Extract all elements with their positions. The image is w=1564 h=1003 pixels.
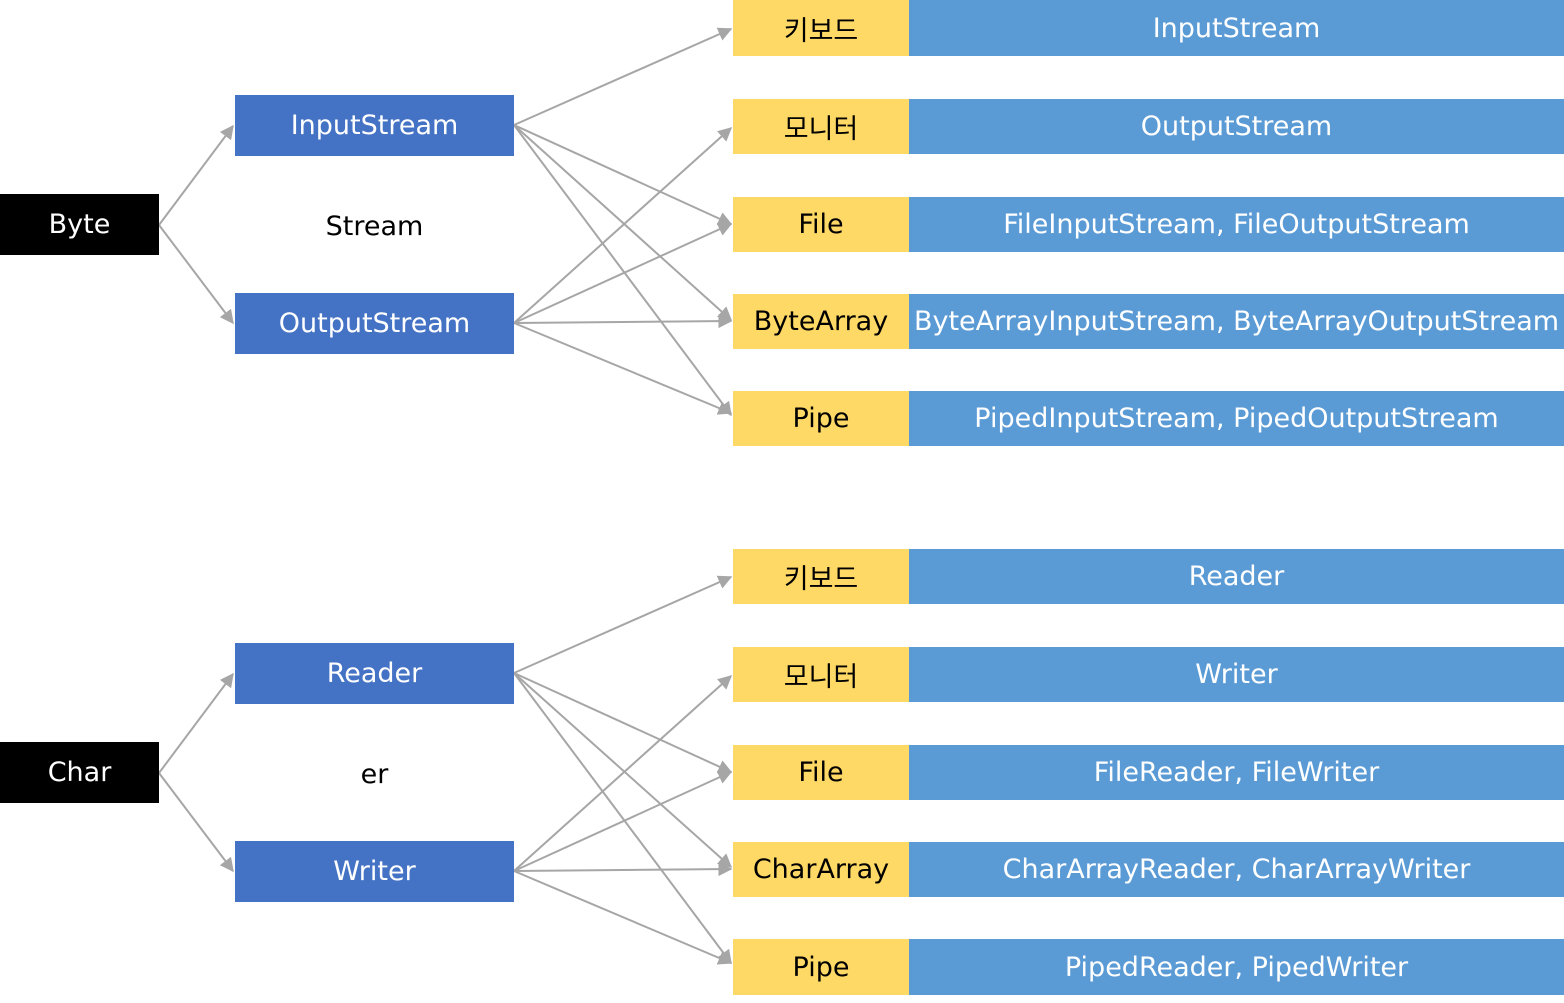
class-list: PipedReader, PipedWriter [909,939,1564,995]
connector-arrow [513,770,733,872]
source-node: File [733,745,909,800]
stream-node-writer: Writer [235,841,514,902]
connector-arrow [513,124,733,321]
connector-arrow [513,314,733,329]
class-list: Writer [909,647,1564,702]
class-list: InputStream [909,0,1564,56]
connector-arrow [513,672,733,774]
connector-arrow [513,124,732,417]
group-suffix-label: Stream [325,211,424,242]
stream-node-output: OutputStream [235,293,514,354]
stream-node-reader: Reader [235,643,514,704]
connector-arrow [513,870,733,965]
connector-arrow [513,222,733,324]
connector-arrow [158,672,234,774]
source-node: Pipe [733,939,909,995]
connector-arrow [158,224,234,325]
class-list: PipedInputStream, PipedOutputStream [909,391,1564,446]
source-node: ByteArray [733,294,909,349]
class-list: CharArrayReader, CharArrayWriter [909,842,1564,897]
connector-arrow [513,127,733,324]
connector-arrow [513,575,733,674]
class-list: ByteArrayInputStream, ByteArrayOutputStr… [909,294,1564,349]
stream-node-input: InputStream [235,95,514,156]
source-node: 모니터 [733,99,909,154]
source-node: CharArray [733,842,909,897]
class-list: FileReader, FileWriter [909,745,1564,800]
connector-arrow [513,124,733,226]
connector-arrow [158,124,234,226]
group-suffix-label: er [360,759,389,790]
source-node: File [733,197,909,252]
source-node: Pipe [733,391,909,446]
source-node: 키보드 [733,549,909,604]
source-node: 키보드 [733,0,909,56]
class-list: Reader [909,549,1564,604]
source-node: 모니터 [733,647,909,702]
connector-arrow [513,672,733,868]
connector-arrow [513,322,733,415]
class-list: OutputStream [909,99,1564,154]
connector-arrow [513,862,733,877]
connector-arrow [513,672,732,965]
connector-arrow [513,675,733,872]
connector-arrow [158,772,234,873]
root-node-char: Char [0,742,159,803]
class-list: FileInputStream, FileOutputStream [909,197,1564,252]
root-node-byte: Byte [0,194,159,255]
connector-arrow [513,27,733,126]
